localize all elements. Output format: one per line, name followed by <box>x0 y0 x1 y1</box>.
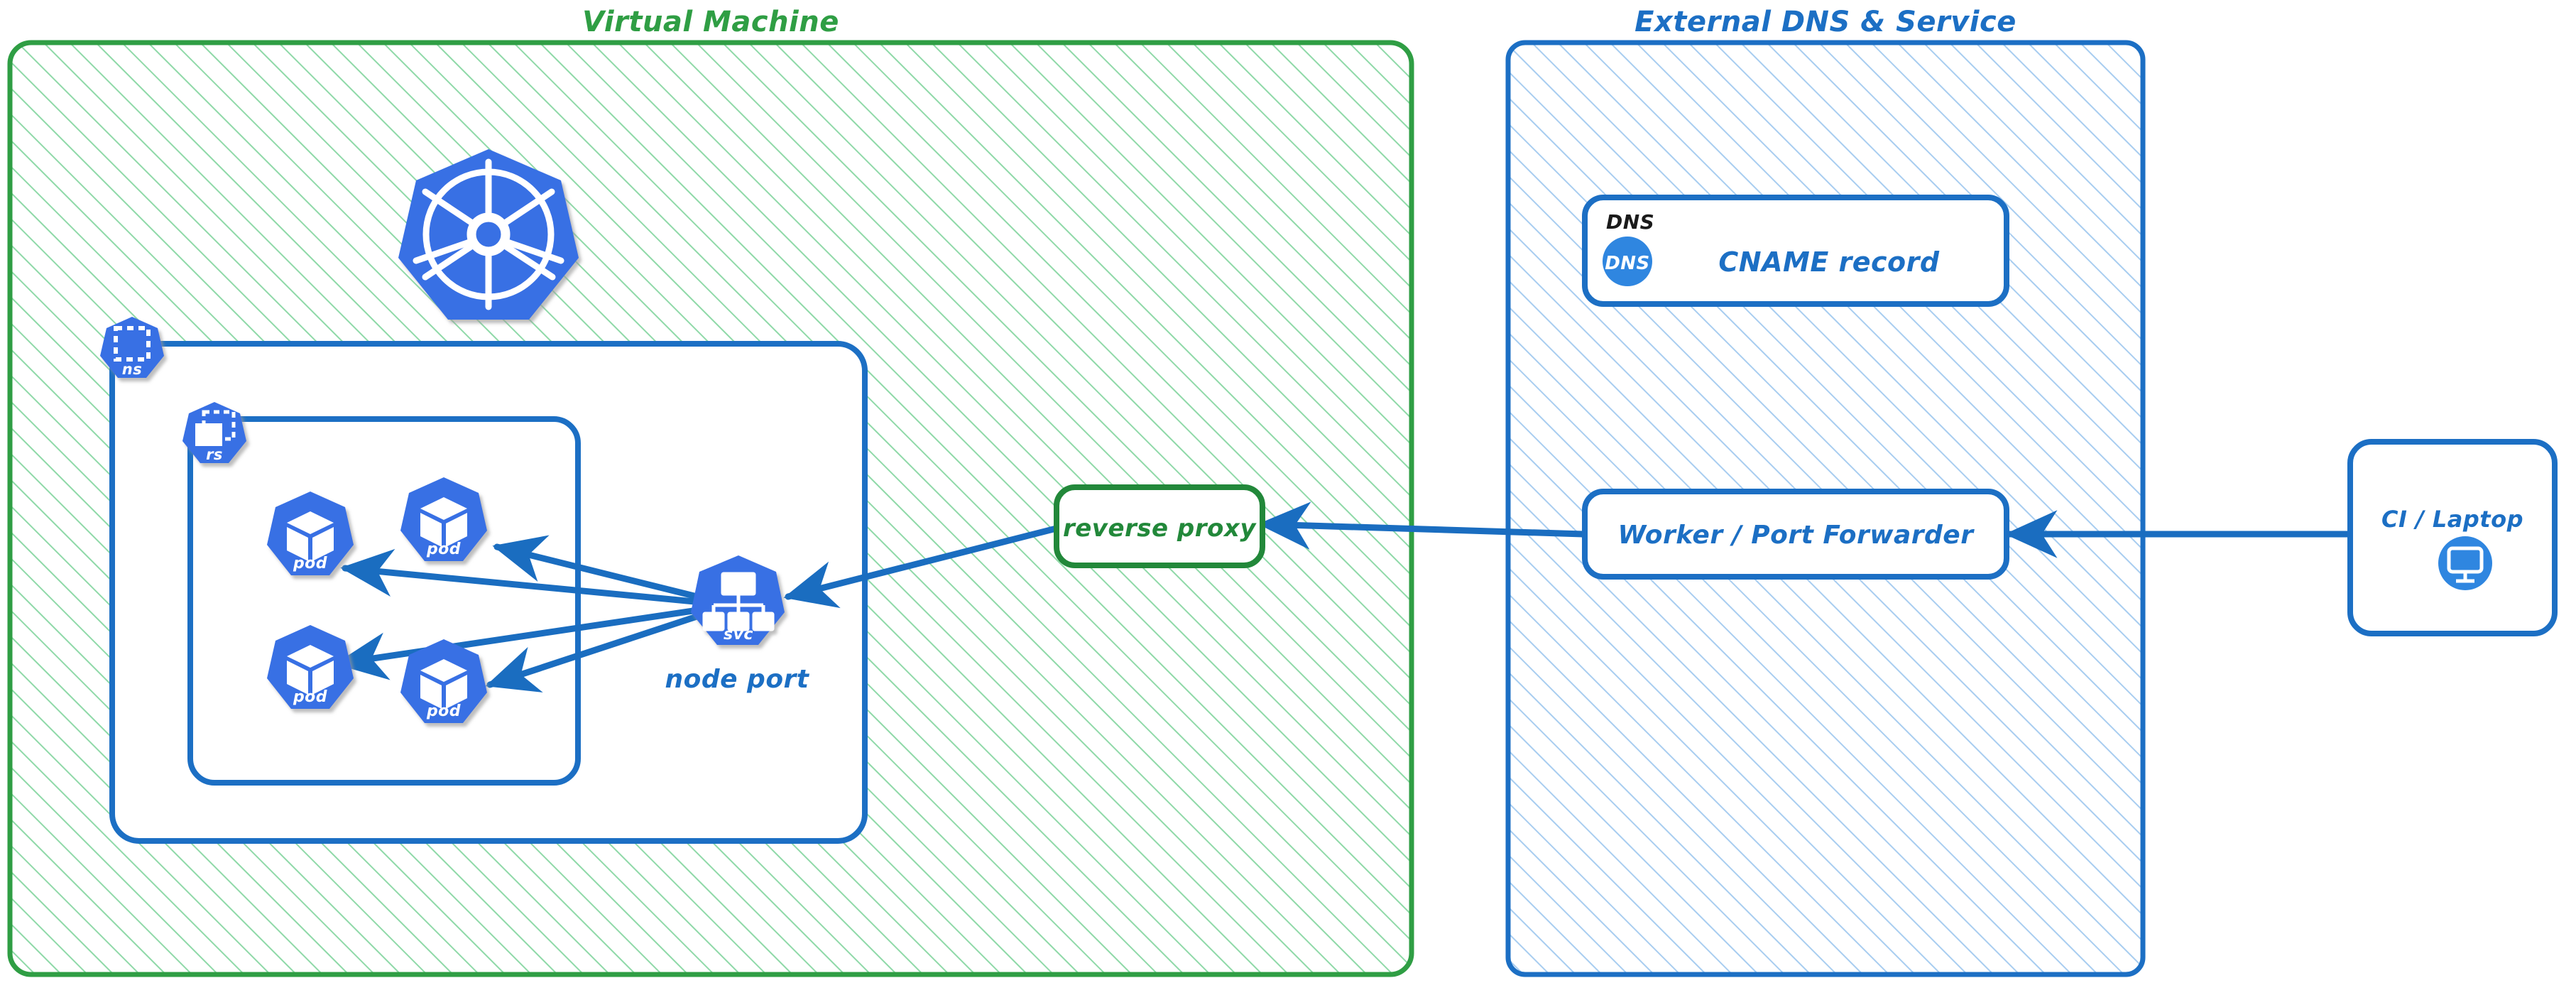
arrow-service-to-pod-2 <box>492 535 735 609</box>
dns-card-boundary[interactable] <box>1582 195 2009 307</box>
reverse-proxy-box[interactable]: reverse proxy <box>1054 484 1265 568</box>
pod-icon-4: pod <box>400 639 487 723</box>
namespace-icon-label: ns <box>122 361 142 378</box>
reverse-proxy-label: reverse proxy <box>1063 514 1257 543</box>
external-dns-title: External DNS & Service <box>1634 6 2016 38</box>
worker-port-forwarder-card[interactable]: Worker / Port Forwarder <box>1582 489 2009 580</box>
ci-laptop-boundary[interactable] <box>2347 439 2558 636</box>
pod-icon-2-label: pod <box>426 541 461 558</box>
worker-card-boundary[interactable] <box>1582 489 2009 580</box>
worker-card-label: Worker / Port Forwarder <box>1618 521 1975 550</box>
ci-laptop-label: CI / Laptop <box>2381 506 2523 533</box>
replicaset-icon-label: rs <box>206 446 223 463</box>
namespace-icon: ns <box>100 317 164 378</box>
cname-record-label: CNAME record <box>1718 246 1939 278</box>
replicaset-boundary <box>187 416 581 786</box>
node-port-caption: node port <box>665 665 809 694</box>
reverse-proxy-boundary[interactable] <box>1054 484 1265 568</box>
virtual-machine-title: Virtual Machine <box>582 6 839 38</box>
pod-icon-4-label: pod <box>426 702 461 720</box>
arrow-service-to-pod-4 <box>485 602 735 693</box>
ci-laptop-card[interactable]: CI / Laptop <box>2347 439 2558 636</box>
dns-badge-label: DNS <box>1605 253 1650 274</box>
pod-icon-1: pod <box>267 492 354 575</box>
dns-card[interactable]: DNS DNS CNAME record <box>1582 195 2009 307</box>
service-icon-label: svc <box>724 626 753 643</box>
kubernetes-logo-icon <box>398 149 579 320</box>
pod-icon-2: pod <box>400 477 487 561</box>
connection-arrows <box>334 501 2355 693</box>
dns-card-corner-label: DNS <box>1606 210 1654 234</box>
arrow-worker-to-reverse-proxy <box>1257 501 1587 550</box>
pod-icon-3-label: pod <box>293 688 327 706</box>
dns-badge-icon <box>1603 237 1652 286</box>
monitor-icon <box>2438 536 2492 590</box>
service-icon: svc <box>691 555 785 645</box>
pod-icon-3: pod <box>267 625 354 709</box>
pod-icon-1-label: pod <box>293 555 327 572</box>
replicaset-icon: rs <box>182 402 246 463</box>
arrow-service-to-pod-3 <box>334 602 735 680</box>
arrow-service-to-pod-1 <box>340 548 735 609</box>
replicaset-box <box>187 416 581 786</box>
